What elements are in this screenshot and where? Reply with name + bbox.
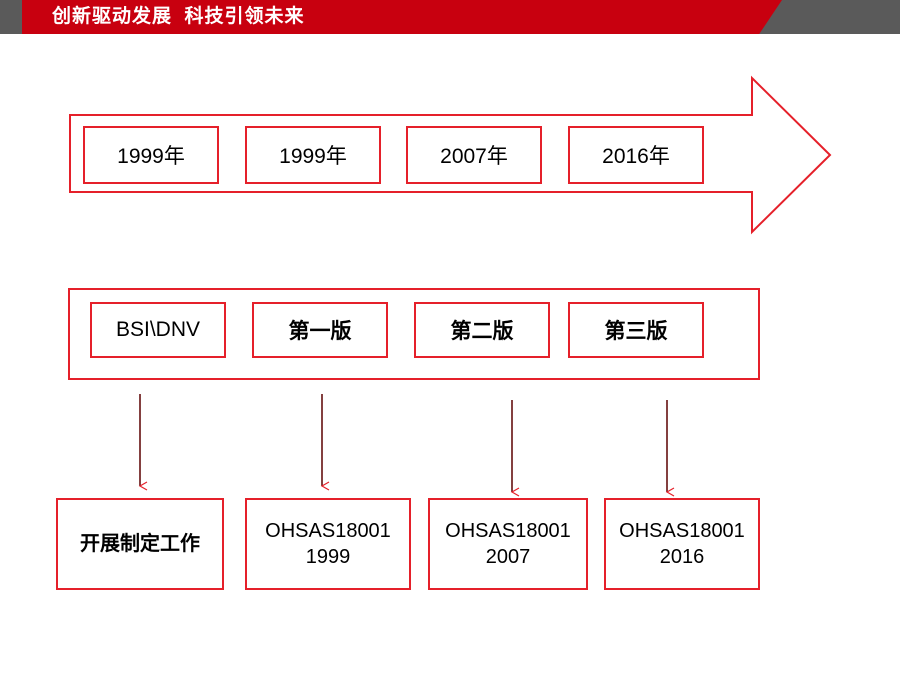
version-box-origin: BSI\DNV <box>90 302 226 358</box>
header-slogan: 创新驱动发展 科技引领未来 <box>52 6 305 27</box>
version-box-2: 第二版 <box>414 302 550 358</box>
version-box-1: 第一版 <box>252 302 388 358</box>
outcome-box-1: 开展制定工作 <box>56 498 224 590</box>
outcome-line2: 1999 <box>305 546 351 568</box>
year-box-1: 1999年 <box>83 126 219 184</box>
year-label: 2007年 <box>440 145 508 168</box>
year-box-4: 2016年 <box>568 126 704 184</box>
outcome-box-4: OHSAS18001 2016 <box>604 498 760 590</box>
header-red-band <box>22 0 782 34</box>
outcome-line1: OHSAS18001 <box>265 520 391 542</box>
outcome-box-2: OHSAS18001 1999 <box>245 498 411 590</box>
version-label: BSI\DNV <box>115 318 201 341</box>
outcome-line1: OHSAS18001 <box>619 520 745 542</box>
outcome-line2: 2007 <box>485 546 531 568</box>
outcome-line1: OHSAS18001 <box>445 520 571 542</box>
version-box-3: 第三版 <box>568 302 704 358</box>
outcome-box-3: OHSAS18001 2007 <box>428 498 588 590</box>
outcome-line2: 2016 <box>659 546 705 568</box>
version-label: 第二版 <box>450 320 514 343</box>
year-label: 1999年 <box>279 145 347 168</box>
year-box-2: 1999年 <box>245 126 381 184</box>
version-group <box>68 288 760 380</box>
year-label: 2016年 <box>602 145 670 168</box>
outcome-line1: 开展制定工作 <box>80 533 200 555</box>
year-box-3: 2007年 <box>406 126 542 184</box>
version-label: 第三版 <box>604 320 668 343</box>
version-label: 第一版 <box>288 320 352 343</box>
header-bar: 创新驱动发展 科技引领未来 <box>0 0 900 34</box>
year-label: 1999年 <box>117 145 185 168</box>
